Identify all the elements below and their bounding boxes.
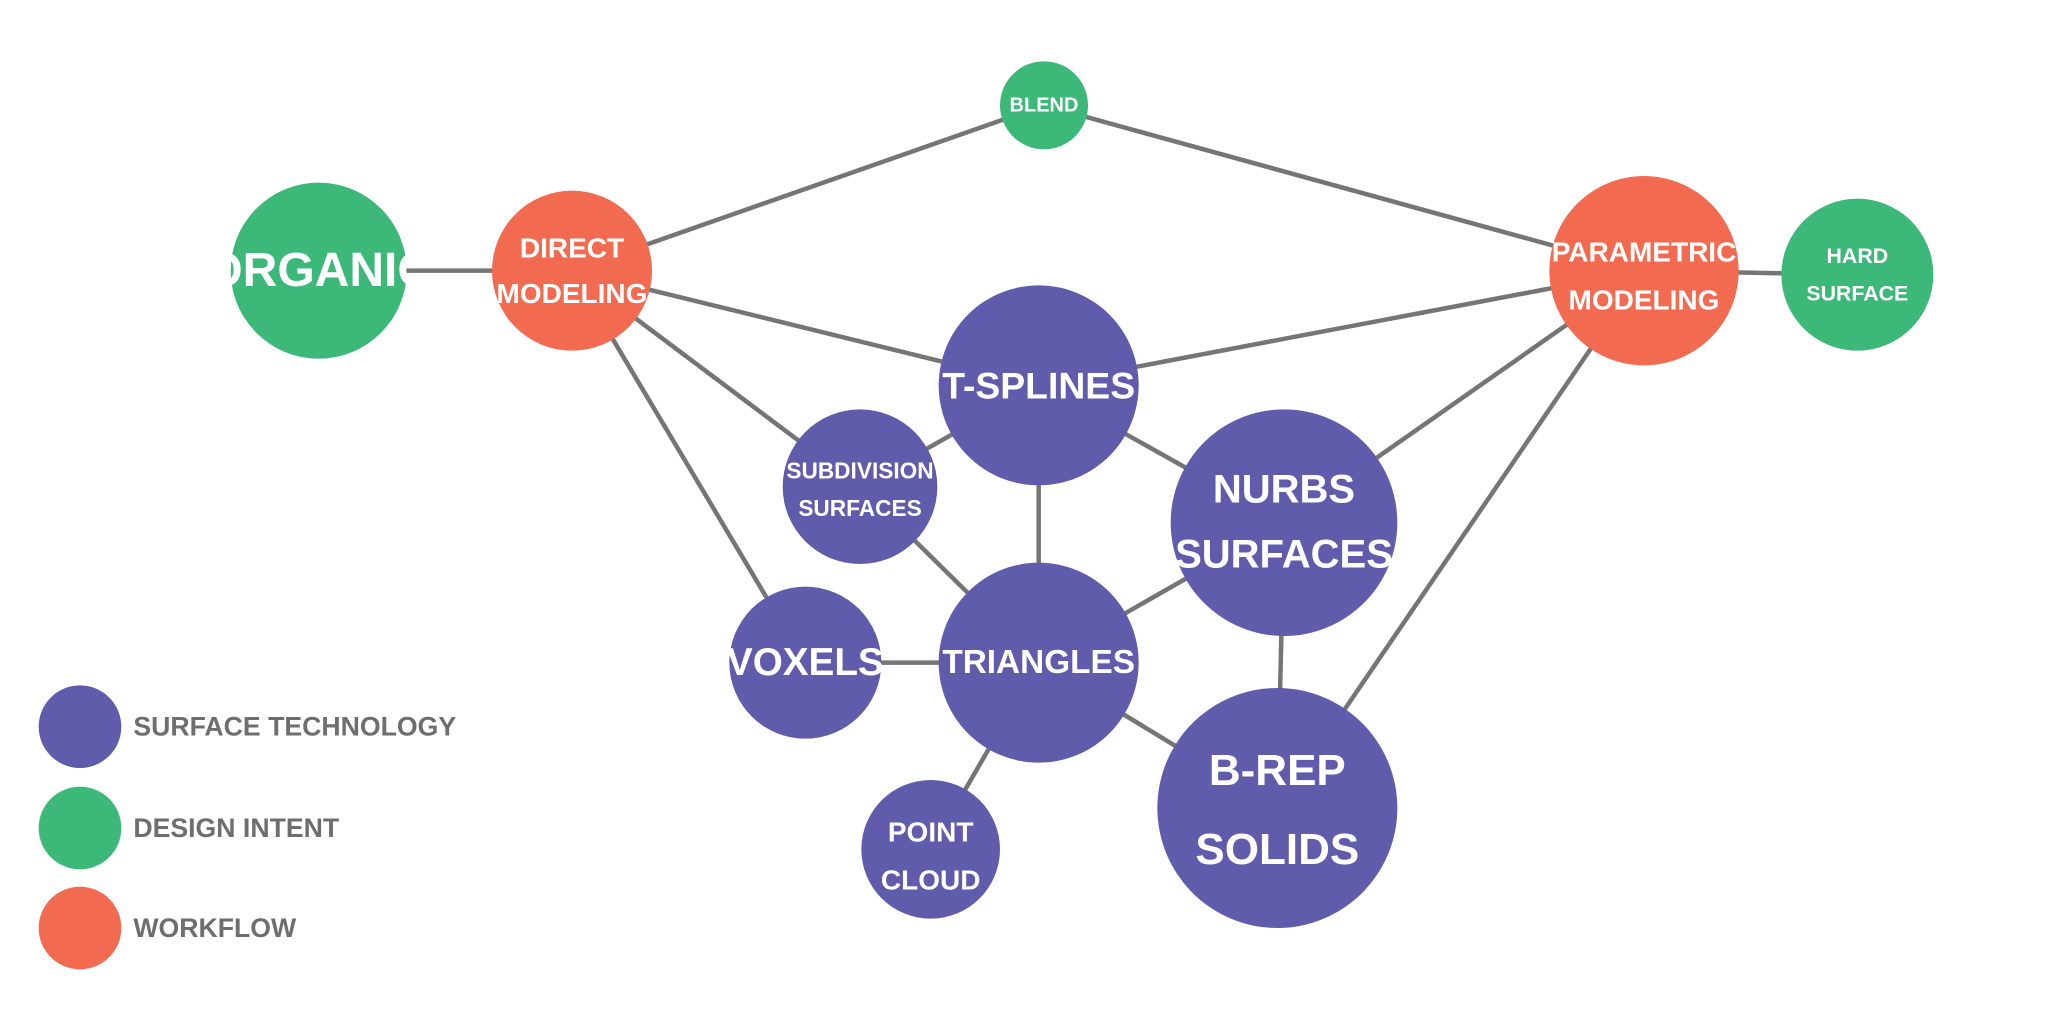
node-direct-modeling: DIRECT MODELING	[492, 190, 652, 351]
node-b-rep-solids-label-line-1: B-REP	[1209, 746, 1346, 795]
node-hard-surface-label-line-2: SURFACE	[1806, 281, 1908, 305]
node-nurbs-surfaces-label-line-1: NURBS	[1213, 467, 1355, 511]
node-hard-surface-label-line-1: HARD	[1827, 244, 1889, 268]
legend-swatch-surface-technology	[38, 685, 122, 769]
node-point-cloud-label-line-2: CLOUD	[881, 865, 981, 896]
edge-direct-modeling-to-blend	[569, 103, 1047, 273]
legend-item-surface-technology: SURFACE TECHNOLOGY	[38, 685, 456, 769]
node-t-splines-circle	[938, 285, 1139, 486]
legend-item-workflow: WORKFLOW	[38, 886, 297, 970]
node-nurbs-surfaces-circle	[1170, 409, 1398, 636]
legend-item-design-intent: DESIGN INTENT	[38, 786, 339, 870]
node-hard-surface: HARD SURFACE	[1781, 198, 1934, 351]
nodes-layer: ORGANIC DIRECT MODELING BLEND PARAMETRIC MODE…	[205, 61, 1934, 928]
node-point-cloud: POINT CLOUD	[861, 780, 1001, 919]
node-parametric-modeling-circle	[1549, 176, 1739, 366]
node-blend-label-line-1: BLEND	[1010, 94, 1079, 116]
node-point-cloud-label-line-1: POINT	[888, 817, 974, 848]
node-blend: BLEND	[1000, 61, 1088, 150]
node-blend-circle	[1000, 61, 1088, 150]
edge-blend-to-parametric-modeling	[1041, 103, 1647, 273]
node-voxels-label-line-1: VOXELS	[727, 641, 884, 684]
node-subdivision-surfaces-label-line-1: SUBDIVISION	[786, 458, 933, 484]
node-b-rep-solids-label-line-2: SOLIDS	[1195, 825, 1359, 874]
node-triangles-label-line-1: TRIANGLES	[942, 644, 1135, 681]
node-subdivision-surfaces-label-line-2: SURFACES	[798, 495, 921, 521]
node-nurbs-surfaces-label-line-2: SURFACES	[1175, 533, 1393, 577]
node-voxels-circle	[729, 586, 882, 739]
node-subdivision-surfaces-circle	[782, 409, 938, 564]
node-organic: ORGANIC	[205, 182, 432, 359]
legend-label-surface-technology: SURFACE TECHNOLOGY	[133, 712, 456, 742]
node-point-cloud-circle	[861, 780, 1001, 919]
node-t-splines: T-SPLINES	[938, 285, 1139, 486]
node-b-rep-solids-circle	[1157, 688, 1398, 928]
node-subdivision-surfaces: SUBDIVISION SURFACES	[782, 409, 938, 564]
node-organic-circle	[230, 182, 407, 359]
node-t-splines-label-line-1: T-SPLINES	[942, 364, 1135, 406]
legend-swatch-design-intent	[38, 786, 122, 870]
node-parametric-modeling-label-line-2: MODELING	[1569, 285, 1720, 316]
node-parametric-modeling-label-line-1: PARAMETRIC	[1552, 237, 1737, 268]
node-parametric-modeling: PARAMETRIC MODELING	[1549, 176, 1739, 366]
legend-label-design-intent: DESIGN INTENT	[133, 813, 339, 843]
legend: SURFACE TECHNOLOGY DESIGN INTENT WORKFLOW	[38, 685, 456, 970]
node-triangles: TRIANGLES	[938, 562, 1139, 763]
node-nurbs-surfaces: NURBS SURFACES	[1170, 409, 1398, 636]
node-organic-label-line-1: ORGANIC	[205, 244, 432, 297]
node-b-rep-solids: B-REP SOLIDS	[1157, 688, 1398, 928]
legend-label-workflow: WORKFLOW	[133, 913, 297, 943]
node-triangles-circle	[938, 562, 1139, 763]
node-direct-modeling-circle	[492, 190, 652, 351]
edge-parametric-modeling-to-t-splines	[1036, 268, 1647, 388]
legend-swatch-workflow	[38, 886, 122, 970]
node-hard-surface-circle	[1781, 198, 1934, 351]
node-voxels: VOXELS	[727, 586, 884, 739]
node-direct-modeling-label-line-2: MODELING	[497, 278, 648, 309]
node-direct-modeling-label-line-1: DIRECT	[520, 233, 624, 264]
